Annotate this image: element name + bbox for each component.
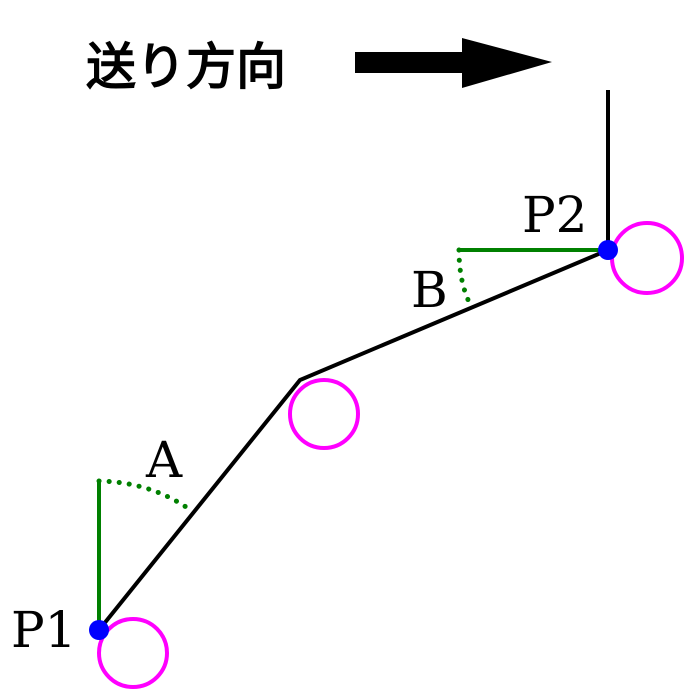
angle-a-label: A: [145, 431, 183, 489]
tool-circle-p1: [97, 617, 169, 689]
tool-path: [97, 90, 610, 632]
point-p1-marker: [89, 620, 109, 640]
angle-a-arc: [96, 478, 192, 512]
angle-b-arc: [456, 247, 472, 305]
angle-b-label: B: [411, 261, 448, 319]
feed-direction-arrow: [355, 38, 552, 88]
point-p2-marker: [598, 240, 618, 260]
tool-circle-middle: [288, 378, 360, 450]
tool-circle-p2: [610, 221, 684, 295]
point-p1-label: P1: [11, 601, 76, 659]
feed-direction-title: 送り方向: [86, 38, 286, 96]
point-p2-label: P2: [522, 186, 587, 244]
